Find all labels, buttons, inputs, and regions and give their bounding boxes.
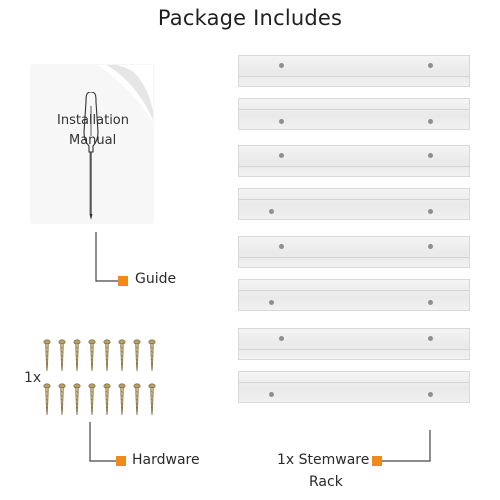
hardware-label: Hardware [132,452,200,468]
rack-rail [238,145,470,177]
rack-rail [238,279,470,311]
guide-connector-line [95,232,121,282]
rack-rail [238,236,470,268]
rack-rail [238,55,470,87]
manual-title-line1: Installation [57,113,130,128]
rack-label-line1: 1x Stemware [277,452,370,468]
manual-title-line2: Manual [69,133,117,148]
rack-label-line2: Rack [309,474,343,490]
page-curl-icon [97,65,153,123]
screws-icon [43,339,156,416]
hardware-quantity: 1x [24,370,42,386]
hardware-connector-line [89,422,116,462]
guide-label: Guide [135,271,177,287]
rack-rail [238,328,470,360]
guide-marker [118,276,128,286]
rack-marker [372,456,382,466]
rack-rail [238,188,470,220]
hardware-marker [116,456,126,466]
installation-manual: Installation Manual [31,65,153,223]
rack-connector-line [382,430,431,462]
page-title: Package Includes [157,6,343,30]
rack-rail [238,98,470,130]
rack-rail [238,371,470,403]
screwdriver-icon [83,92,99,220]
